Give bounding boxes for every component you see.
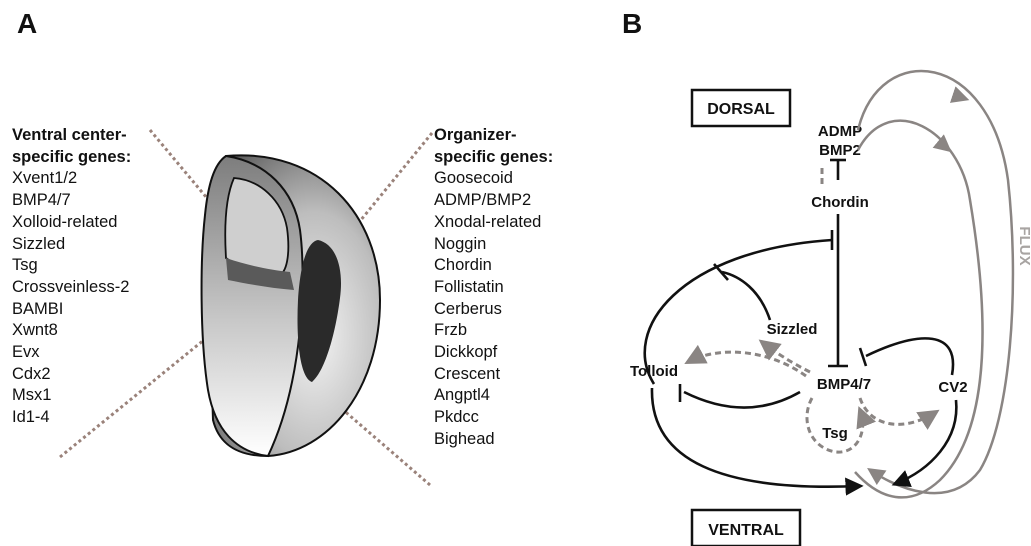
edge-bmp47-tolloid [684, 392, 800, 407]
node-tsg: Tsg [822, 425, 848, 442]
dorsal-label: DORSAL [707, 101, 775, 118]
node-sizzled: Sizzled [767, 321, 818, 338]
node-bmp2: BMP2 [819, 142, 861, 159]
node-cv2: CV2 [938, 379, 967, 396]
flux-arrowhead-upper [960, 97, 966, 99]
node-tolloid: Tolloid [630, 363, 678, 380]
edge-bmp47-cv2 [860, 398, 936, 424]
flux-label: FLUX [1016, 226, 1031, 265]
flux-arrows [855, 71, 1013, 497]
edge-cv2-bmp47 [866, 338, 953, 375]
flux-arrow-inner [855, 121, 982, 498]
node-admp: ADMP [818, 123, 862, 140]
ventral-label: VENTRAL [708, 522, 784, 539]
node-chordin: Chordin [811, 194, 869, 211]
edge-bmp47-tolloid-dashed [688, 352, 806, 376]
node-bmp47: BMP4/7 [817, 376, 871, 393]
bar-cv2-bmp47 [860, 348, 866, 366]
edge-sizzled-inhibit [722, 272, 770, 320]
